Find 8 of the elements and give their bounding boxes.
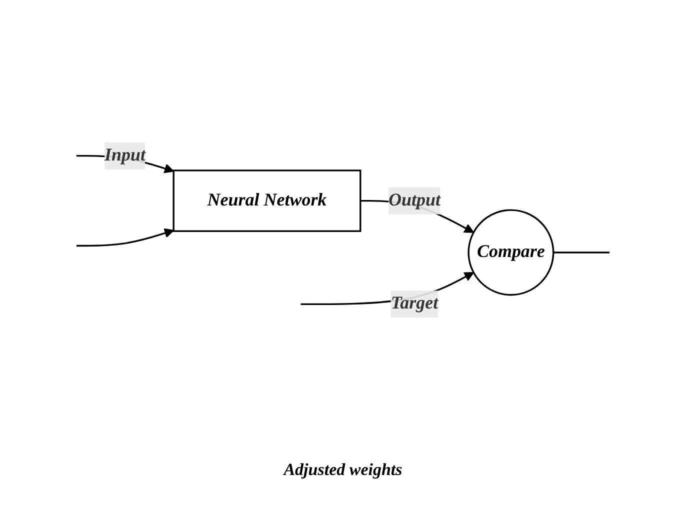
edge-label: Output — [388, 190, 440, 210]
arrow — [76, 228, 174, 247]
node-circle: Compare — [468, 209, 554, 296]
node-box: Neural Network — [172, 170, 362, 232]
edge-label: Input — [104, 146, 146, 165]
note-text: Adjusted weights — [282, 460, 404, 480]
connector — [553, 252, 610, 254]
edge-label: Target — [390, 294, 438, 314]
